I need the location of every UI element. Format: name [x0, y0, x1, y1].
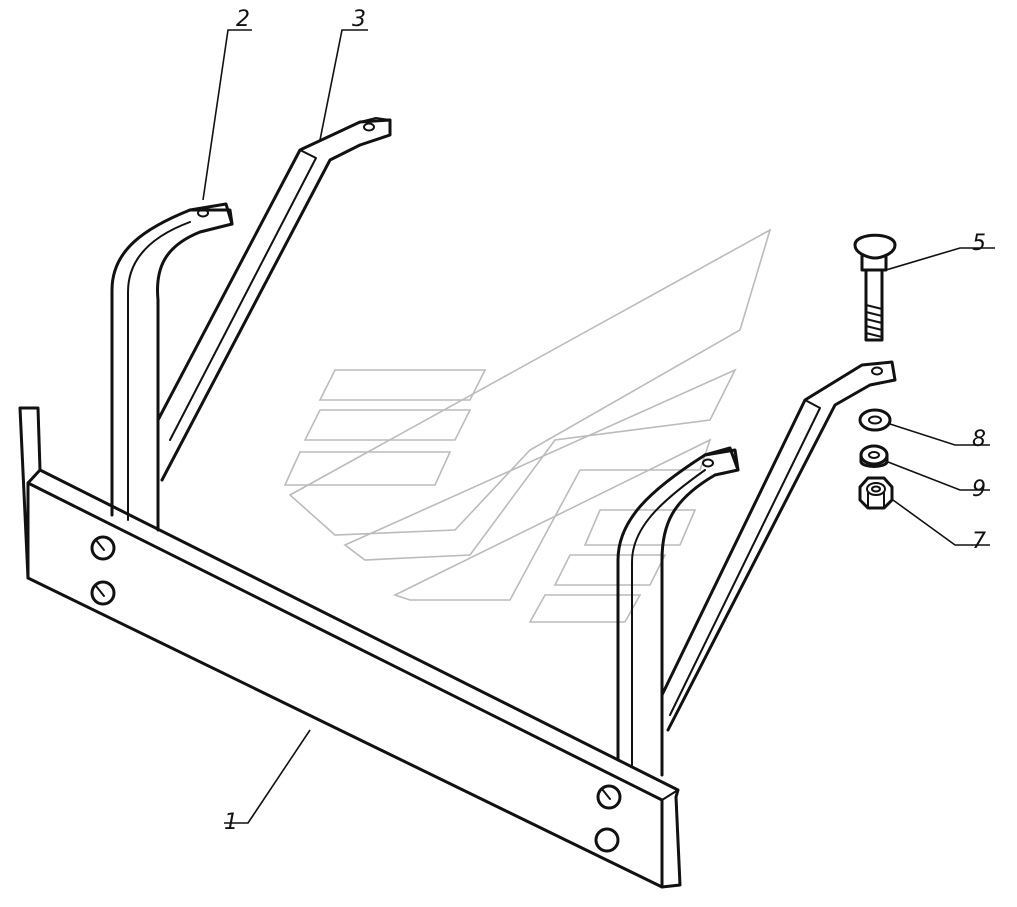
mounting-plate: [18, 406, 682, 889]
watermark-logo: [283, 228, 772, 623]
washer: [858, 408, 892, 432]
callout-9: 9: [972, 477, 986, 502]
hex-nut: [858, 476, 894, 510]
bracket-right-front: [616, 446, 740, 777]
callout-1: 1: [224, 810, 238, 835]
carriage-bolt: [853, 233, 897, 342]
leader-lines: [202, 29, 995, 824]
callout-5: 5: [972, 231, 986, 256]
callout-2: 2: [236, 7, 250, 32]
brace-right-rear: [660, 360, 897, 732]
callout-8: 8: [972, 427, 986, 452]
brace-left-rear: [156, 117, 392, 482]
callout-3: 3: [352, 7, 366, 32]
spring-washer: [859, 444, 889, 468]
bracket-left-front: [110, 202, 234, 532]
callout-7: 7: [972, 529, 986, 554]
